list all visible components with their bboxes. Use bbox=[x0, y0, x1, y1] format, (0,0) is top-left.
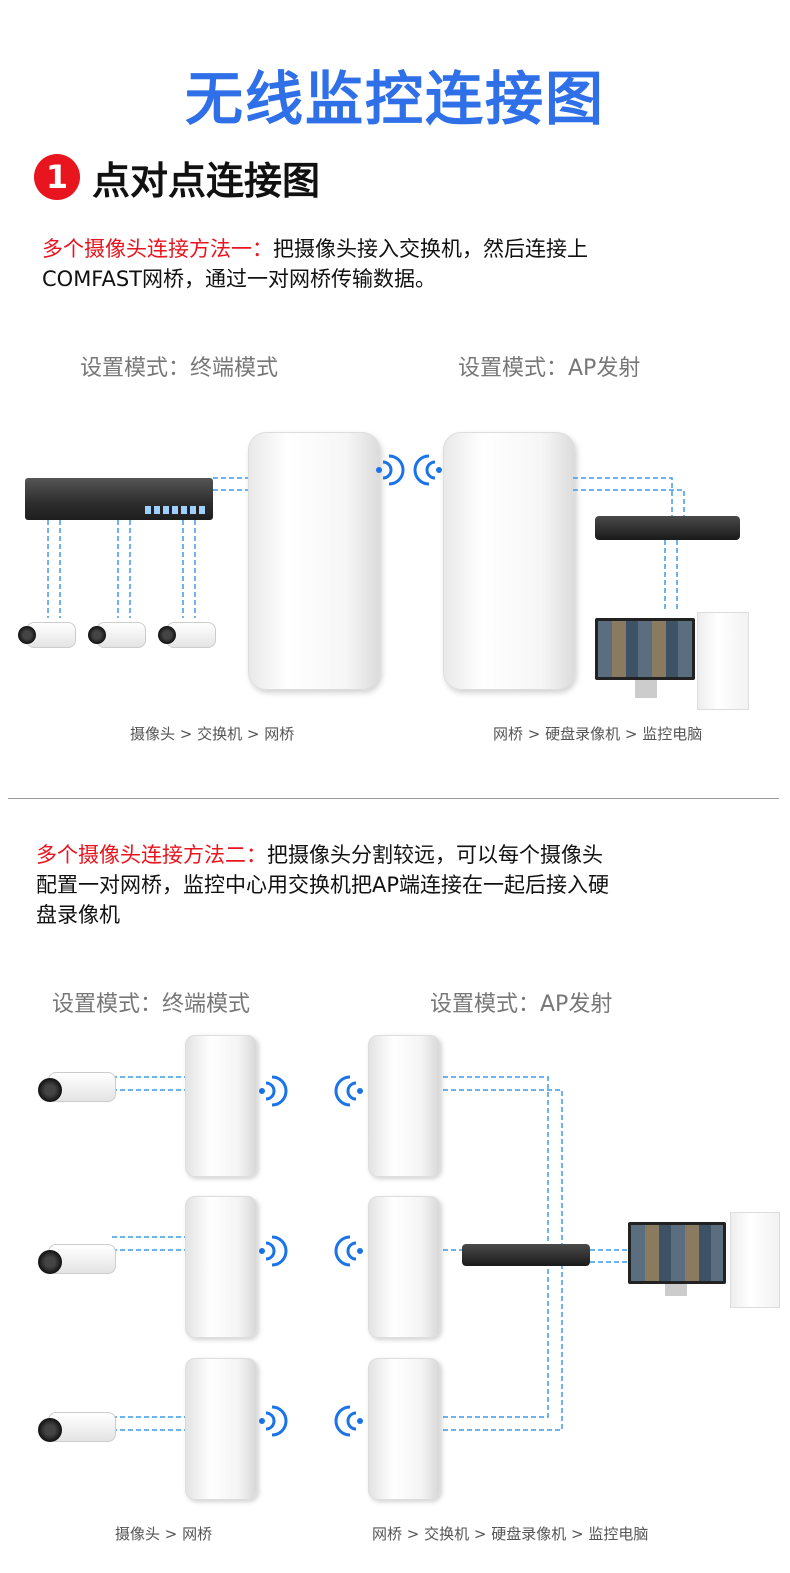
diagram1-flow-right: 网桥 > 硬盘录像机 > 监控电脑 bbox=[493, 725, 703, 743]
monitor-stand-2 bbox=[665, 1284, 687, 1296]
method2-text-line2: 配置一对网桥，监控中心用交换机把AP端连接在一起后接入硬 bbox=[36, 873, 610, 897]
monitor bbox=[595, 618, 695, 680]
method2-text-line3: 盘录像机 bbox=[36, 903, 120, 927]
camera-1 bbox=[18, 618, 76, 658]
diagram1-mode-right: 设置模式：AP发射 bbox=[458, 356, 641, 381]
section-divider bbox=[8, 798, 779, 799]
camera-row3 bbox=[38, 1408, 116, 1454]
pc-tower-2 bbox=[730, 1212, 780, 1308]
diagram1-mode-left: 设置模式：终端模式 bbox=[80, 356, 279, 381]
diagram2-flow-right: 网桥 > 交换机 > 硬盘录像机 > 监控电脑 bbox=[372, 1525, 649, 1543]
bridge-ap bbox=[443, 432, 575, 690]
method2-text-line1: 把摄像头分割较远，可以每个摄像头 bbox=[267, 843, 603, 867]
nvr-recorder bbox=[595, 516, 740, 540]
method2-label: 多个摄像头连接方法二： bbox=[36, 843, 267, 867]
bridge-terminal-row1 bbox=[185, 1035, 257, 1177]
network-switch-2 bbox=[462, 1244, 590, 1266]
section-title: 点对点连接图 bbox=[92, 159, 321, 203]
camera-3 bbox=[158, 618, 216, 658]
diagram1-flow-left: 摄像头 > 交换机 > 网桥 bbox=[130, 725, 295, 743]
method1-text-line1: 把摄像头接入交换机，然后连接上 bbox=[273, 237, 588, 261]
diagram2-mode-right: 设置模式：AP发射 bbox=[430, 992, 613, 1017]
camera-2 bbox=[88, 618, 146, 658]
method1-text-line2: COMFAST网桥，通过一对网桥传输数据。 bbox=[42, 267, 436, 291]
section-number-badge: 1 bbox=[34, 154, 80, 200]
camera-row1 bbox=[38, 1068, 116, 1114]
page-title: 无线监控连接图 bbox=[184, 65, 605, 133]
diagram2-mode-left: 设置模式：终端模式 bbox=[52, 992, 251, 1017]
monitor-stand bbox=[635, 680, 657, 698]
bridge-ap-row1 bbox=[368, 1035, 440, 1177]
bridge-ap-row3 bbox=[368, 1358, 440, 1500]
network-switch bbox=[25, 478, 213, 520]
bridge-ap-row2 bbox=[368, 1196, 440, 1338]
wifi-icons bbox=[265, 454, 436, 1437]
method2-description: 多个摄像头连接方法二：把摄像头分割较远，可以每个摄像头 配置一对网桥，监控中心用… bbox=[36, 840, 756, 930]
pc-tower bbox=[697, 612, 749, 710]
bridge-terminal bbox=[248, 432, 380, 690]
method1-description: 多个摄像头连接方法一：把摄像头接入交换机，然后连接上 COMFAST网桥，通过一… bbox=[42, 234, 762, 294]
switch-ports bbox=[145, 506, 205, 514]
camera-row2 bbox=[38, 1240, 116, 1286]
bridge-terminal-row3 bbox=[185, 1358, 257, 1500]
bridge-terminal-row2 bbox=[185, 1196, 257, 1338]
diagram2-flow-left: 摄像头 > 网桥 bbox=[115, 1525, 213, 1543]
method1-label: 多个摄像头连接方法一： bbox=[42, 237, 273, 261]
monitor-2 bbox=[628, 1222, 726, 1284]
